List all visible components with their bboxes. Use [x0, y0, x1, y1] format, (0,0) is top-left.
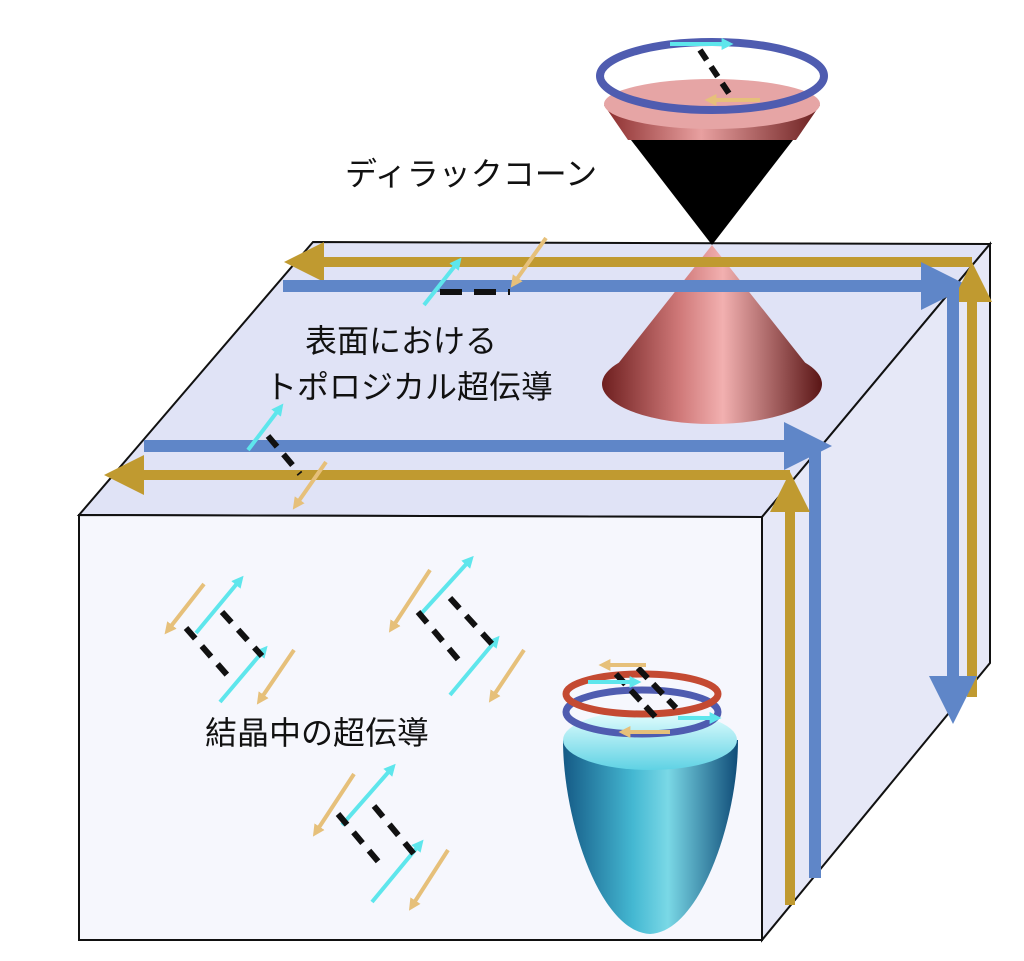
- cooper-pair-link-icon: [183, 626, 231, 678]
- spin-arrow-icon: [164, 582, 206, 635]
- cooper-pair-link-icon: [265, 434, 303, 476]
- spin-arrow-icon: [292, 460, 328, 510]
- ring-pair-link: [635, 665, 679, 711]
- cooper-pair-link-icon: [447, 595, 495, 647]
- crystal-box: [76, 240, 993, 943]
- spin-arrow-icon: [218, 645, 268, 704]
- dirac-cone-icon: [596, 38, 828, 424]
- spin-arrow-icon: [488, 648, 526, 703]
- lower-cone-base: [602, 344, 822, 424]
- spin-arrow-icon: [448, 635, 500, 697]
- spin-arrow-icon: [312, 772, 356, 837]
- cooper-pair-link-icon: [415, 610, 465, 666]
- spin-arrow-icon: [340, 763, 396, 827]
- paraboloid-band-icon: [562, 659, 738, 934]
- cooper-pair-link-icon: [371, 804, 417, 856]
- cooper-pair-link-icon: [219, 609, 265, 659]
- spin-arrow-icon: [408, 848, 450, 911]
- ring-pair-link: [697, 48, 733, 97]
- bulk-pair-2: [388, 555, 526, 703]
- bulk-label: 結晶中の超伝導: [205, 714, 429, 752]
- spin-arrow-icon: [422, 257, 462, 307]
- spin-arrow-icon: [256, 648, 296, 705]
- spin-arrow-icon: [510, 236, 548, 288]
- spin-arrow-icon: [418, 555, 474, 617]
- surface-label-line1: 表面における: [305, 322, 497, 360]
- bulk-pair-1: [164, 575, 296, 705]
- surface-pair-back: [422, 236, 548, 307]
- cooper-pair-link-icon: [335, 812, 385, 868]
- paraboloid-body: [563, 740, 738, 934]
- surface-label-line2: トポロジカル超伝導: [265, 368, 553, 406]
- spin-arrow-icon: [246, 403, 284, 452]
- surface-pair-front: [246, 403, 328, 510]
- spin-arrow-icon: [388, 568, 432, 633]
- edge-tracks: [104, 242, 992, 905]
- spin-arrow-icon: [194, 575, 244, 635]
- bulk-pair-3: [312, 763, 450, 911]
- dirac-cone-label: ディラックコーン: [345, 155, 597, 193]
- lower-cone: [602, 245, 822, 384]
